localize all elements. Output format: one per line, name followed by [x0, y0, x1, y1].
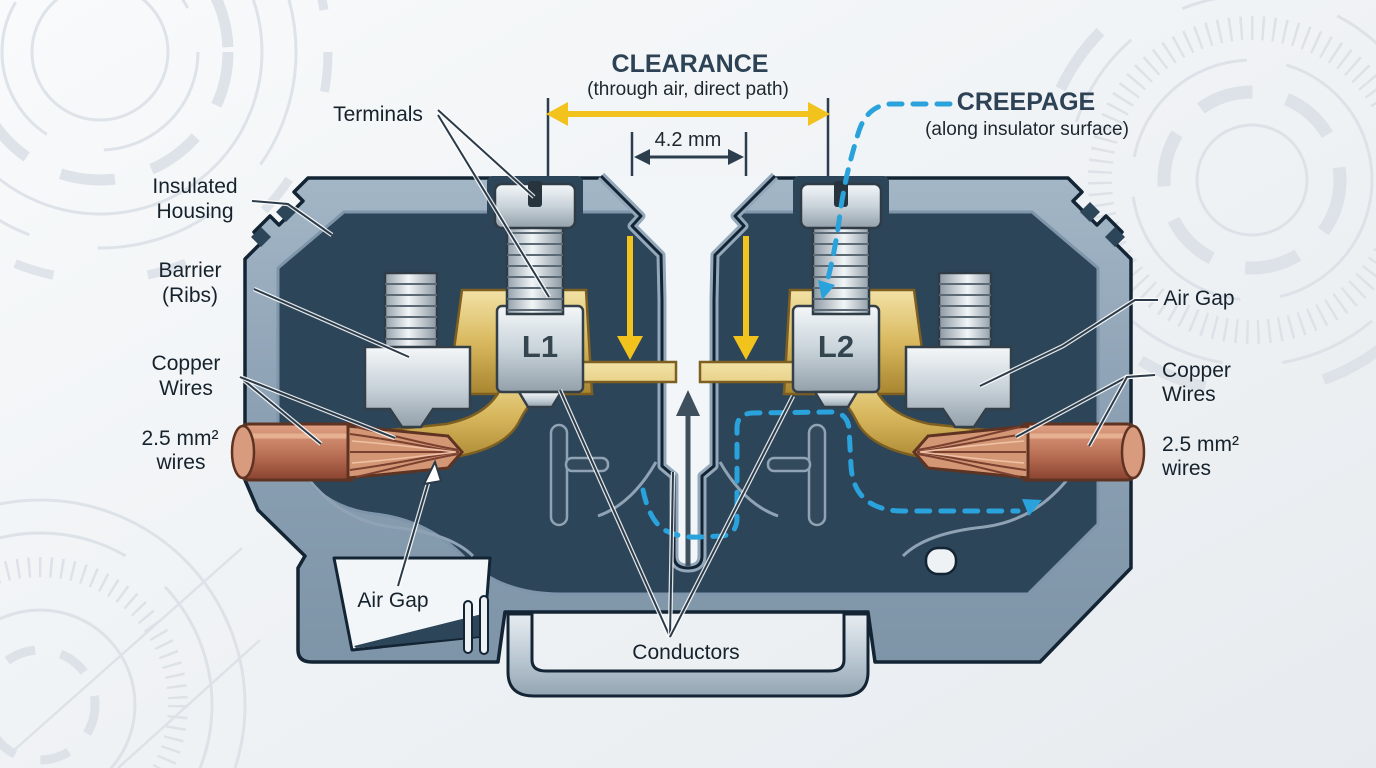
creepage-subtitle: (along insulator surface)	[925, 119, 1129, 140]
label-barrier-2: (Ribs)	[162, 284, 218, 307]
label-copper-wires-left-2: Wires	[159, 377, 213, 400]
label-wire-size-right-2: wires	[1161, 457, 1211, 480]
terminal-mark-l2: L2	[818, 329, 854, 364]
clearance-subtitle: (through air, direct path)	[587, 79, 789, 100]
label-barrier-1: Barrier	[158, 259, 221, 282]
creepage-arrowhead-end	[1022, 499, 1042, 516]
label-air-gap-bottom: Air Gap	[357, 589, 428, 612]
center-air-slot-edge	[599, 174, 777, 570]
gap-dimension	[630, 132, 748, 176]
label-copper-wires-right-1: Copper	[1162, 359, 1231, 382]
background-decoration-bottom-left	[0, 498, 261, 768]
foot-slots	[463, 546, 958, 655]
center-air-slot	[601, 176, 775, 568]
clearance-measurement	[546, 98, 830, 176]
creepage-path	[640, 101, 1021, 540]
label-wire-size-right-1: 2.5 mm²	[1162, 433, 1239, 456]
terminal-mark-l1: L1	[522, 329, 558, 364]
label-wire-size-left-1: 2.5 mm²	[141, 427, 218, 450]
leader-lines	[238, 108, 1158, 639]
clearance-title: CLEARANCE	[612, 50, 769, 78]
background-decoration-top-right	[1034, 0, 1376, 398]
creepage-arrowhead-start	[818, 280, 835, 300]
label-wire-size-left-2: wires	[155, 451, 205, 474]
gap-distance-value: 4.2 mm	[655, 129, 722, 151]
din-rail	[506, 612, 870, 698]
creepage-title: CREEPAGE	[957, 88, 1095, 116]
label-copper-wires-right-2: Wires	[1162, 383, 1216, 406]
air-gap-up-arrow	[676, 390, 700, 566]
label-conductors: Conductors	[632, 641, 739, 664]
label-copper-wires-left-1: Copper	[152, 352, 221, 375]
label-insulated-housing-2: Housing	[156, 200, 233, 223]
label-terminals: Terminals	[333, 103, 423, 126]
creepage-lead-in	[824, 101, 953, 285]
label-air-gap-right: Air Gap	[1163, 287, 1234, 310]
background-decoration-top-left	[0, 0, 333, 285]
air-gap-pointer-arrow	[422, 459, 443, 486]
label-insulated-housing-1: Insulated	[152, 175, 237, 198]
creepage-surface-path	[640, 409, 1021, 540]
